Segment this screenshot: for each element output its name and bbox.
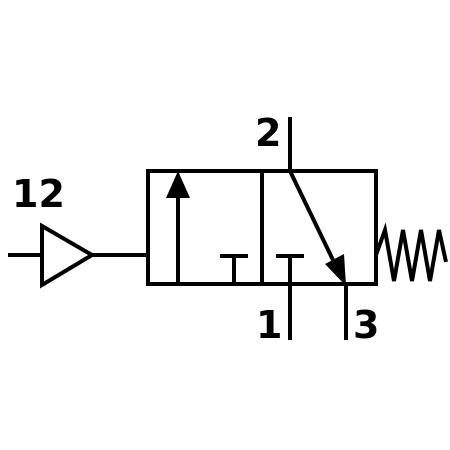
port-label-2: 2 <box>255 111 281 155</box>
pilot-actuator <box>8 222 148 289</box>
arrow-icon-diagonal-shaft <box>288 170 335 261</box>
valve-body <box>146 169 378 286</box>
valve-box-left <box>146 169 264 286</box>
port-label-12: 12 <box>12 172 65 216</box>
valve-box-right <box>260 169 378 286</box>
triangle-pilot-icon <box>40 222 96 289</box>
left-box-contents <box>166 171 248 284</box>
arrow-icon-diagonal-head <box>325 254 346 286</box>
t-block-icon <box>276 254 304 284</box>
port-lines <box>288 117 348 340</box>
port-label-3: 3 <box>353 303 379 347</box>
port-label-1: 1 <box>256 303 282 347</box>
arrow-icon-up-head <box>166 171 190 198</box>
right-box-contents <box>276 170 346 286</box>
t-block-icon <box>220 254 248 284</box>
spring-icon <box>374 222 448 282</box>
